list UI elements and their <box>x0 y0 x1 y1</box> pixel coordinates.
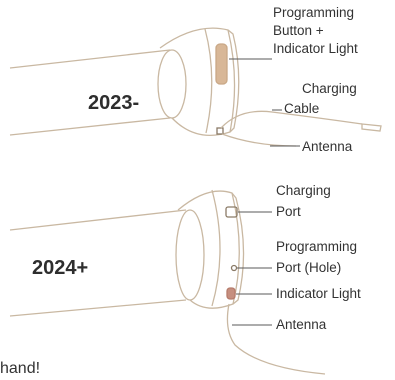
charging-cable <box>220 110 363 129</box>
label-charging-port-line1: Charging <box>276 183 331 198</box>
model-2024-label: 2024+ <box>32 257 89 279</box>
label-programming-button-line3: Indicator Light <box>273 41 358 56</box>
label-programming-button-line1: Programming <box>273 5 355 20</box>
programming-button-indicator <box>215 43 228 85</box>
charging-port <box>225 206 238 218</box>
motor-2023-tube-end <box>157 49 187 119</box>
label-programming-port-line1: Programming <box>276 239 358 254</box>
label-charging-cable-line2: Cable <box>284 101 320 116</box>
motor-2023-head-ring <box>227 29 236 133</box>
antenna-2023 <box>221 133 297 147</box>
motor-2023-head <box>159 27 240 136</box>
label-programming-port-line2: Port (Hole) <box>276 260 342 275</box>
model-2023-label: 2023- <box>88 92 140 114</box>
label-charging-cable-line1: Charging <box>302 81 357 96</box>
label-antenna-2023: Antenna <box>302 139 353 154</box>
label-indicator-light-2024: Indicator Light <box>276 286 361 301</box>
label-programming-button-line2: Button + <box>273 23 324 38</box>
cable-exit <box>216 127 224 135</box>
motor-2024-head-inner <box>211 189 221 307</box>
motor-2024 <box>9 189 326 375</box>
motor-2024-tube <box>9 209 187 317</box>
programming-port-hole <box>230 264 238 272</box>
indicator-light-2024 <box>226 287 236 300</box>
footer-text-fragment: hand! <box>0 360 41 377</box>
label-charging-port-line2: Port <box>276 204 301 219</box>
charging-cable-plug <box>361 123 382 132</box>
label-antenna-2024: Antenna <box>276 317 327 332</box>
motor-2024-tube-end <box>175 209 205 301</box>
antenna-2024 <box>226 303 326 375</box>
motor-2023-head-inner <box>204 28 213 134</box>
motor-2023-tube <box>9 49 171 136</box>
